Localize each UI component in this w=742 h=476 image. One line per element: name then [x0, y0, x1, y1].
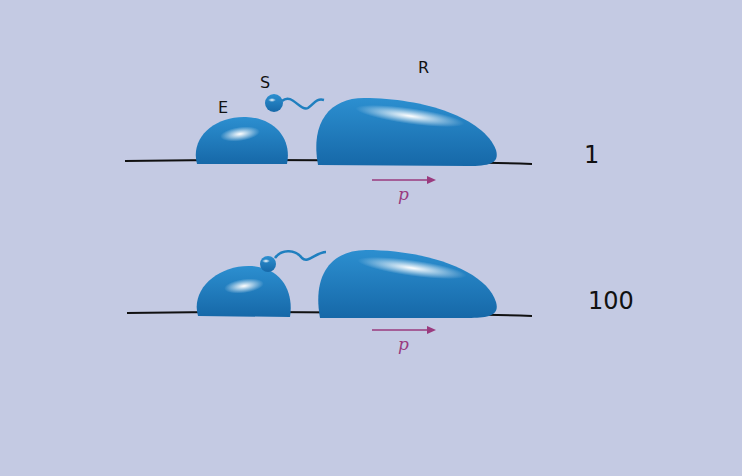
part-name: S	[260, 75, 270, 91]
free-state	[125, 94, 532, 184]
direction-arrow	[372, 179, 430, 181]
direction-arrow	[372, 329, 430, 331]
rate-number: 100	[588, 289, 634, 313]
tether	[282, 99, 324, 109]
enzyme-blob	[196, 117, 288, 164]
site-ball	[265, 94, 283, 112]
rate-number: 1	[584, 143, 599, 167]
tether	[275, 251, 326, 259]
part-name: E	[218, 100, 228, 116]
enzyme-blob	[197, 266, 291, 317]
regulator-blob	[316, 98, 497, 166]
site-ball	[260, 256, 276, 272]
part-name: R	[418, 60, 429, 76]
regulator-blob	[318, 250, 497, 318]
variable-label: p	[398, 186, 409, 203]
bound-state	[127, 250, 532, 334]
variable-label: p	[398, 336, 409, 353]
